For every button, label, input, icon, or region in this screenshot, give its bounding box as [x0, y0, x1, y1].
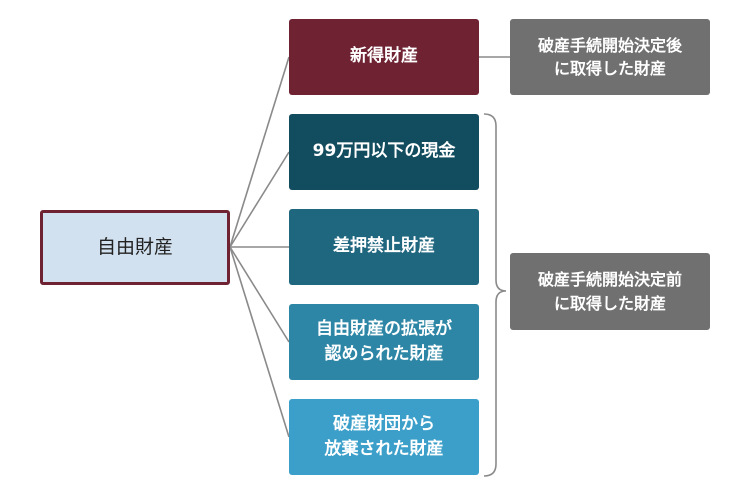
connector-root-to-abandoned — [229, 246, 290, 438]
category-exempt-label: 差押禁止財産 — [333, 236, 435, 257]
brace-before-decision — [483, 113, 507, 477]
note-after-decision: 破産手続開始決定後 に取得した財産 — [510, 19, 710, 95]
category-exempt-property: 差押禁止財産 — [289, 209, 479, 285]
free-property-root-label: 自由財産 — [96, 236, 173, 259]
connector-root-to-new-property — [229, 56, 290, 248]
category-abandoned-label: 破産財団から 放棄された財産 — [324, 413, 444, 460]
category-new-property: 新得財産 — [289, 19, 479, 95]
category-cash-label: 99万円以下の現金 — [312, 141, 456, 162]
category-abandoned-property: 破産財団から 放棄された財産 — [289, 399, 479, 475]
note-after-decision-label: 破産手続開始決定後 に取得した財産 — [537, 35, 682, 78]
connector-root-to-expanded — [229, 246, 290, 343]
category-cash-under-990k: 99万円以下の現金 — [289, 114, 479, 190]
note-before-decision-label: 破産手続開始決定前 に取得した財産 — [537, 270, 682, 313]
connector-root-to-cash — [229, 151, 290, 248]
category-expanded-label: 自由財産の拡張が 認められた財産 — [316, 318, 452, 365]
free-property-root: 自由財産 — [40, 210, 230, 285]
category-new-property-label: 新得財産 — [350, 46, 418, 67]
note-before-decision: 破産手続開始決定前 に取得した財産 — [510, 253, 710, 330]
category-expanded-property: 自由財産の拡張が 認められた財産 — [289, 304, 479, 380]
